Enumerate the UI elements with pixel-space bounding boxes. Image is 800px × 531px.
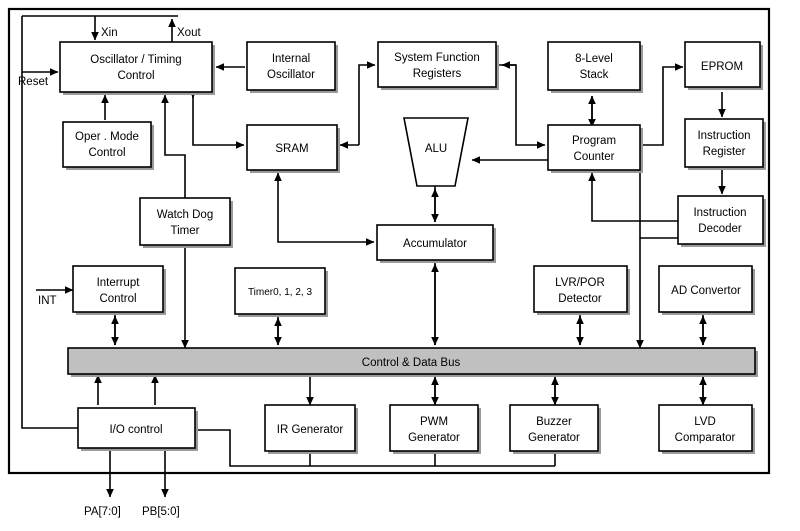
block-label: 8-Level <box>575 53 613 65</box>
pin-label-xout: Xout <box>177 27 201 39</box>
block-label: Instruction <box>697 130 750 142</box>
pin-label-reset: Reset <box>18 76 49 88</box>
block-label: Program <box>572 135 616 147</box>
wire-left-rail-io <box>21 72 78 429</box>
wire-rail-to-sfr <box>358 61 376 145</box>
block-label: Control <box>99 293 136 305</box>
block-label: LVD <box>694 416 716 428</box>
block-label: SRAM <box>275 143 308 155</box>
wire-wdt-to-osc <box>161 94 186 198</box>
block-sram[interactable]: SRAM <box>246 124 340 173</box>
block-label: Decoder <box>698 223 742 235</box>
block-label: Oscillator / Timing <box>90 54 181 66</box>
block-oper-mode-control[interactable]: Oper . Mode Control <box>62 121 154 170</box>
block-label: Timer <box>171 225 200 237</box>
block-lvd-comparator[interactable]: LVD Comparator <box>658 404 755 454</box>
block-program-counter[interactable]: Program Counter <box>547 124 643 173</box>
block-label: Stack <box>580 69 609 81</box>
block-eprom[interactable]: EPROM <box>684 41 763 90</box>
pin-label-xin: Xin <box>101 27 118 39</box>
block-label: Comparator <box>675 432 736 444</box>
wire-pc-to-eprom <box>639 63 684 146</box>
wire-sram-to-acc <box>277 223 375 246</box>
chip-outline <box>7 7 771 475</box>
block-ad-convertor[interactable]: AD Convertor <box>658 265 755 315</box>
block-label: Register <box>703 146 746 158</box>
block-watch-dog-timer[interactable]: Watch Dog Timer <box>139 197 233 248</box>
pin-label-pb: PB[5:0] <box>142 506 180 518</box>
block-label: Internal <box>272 53 310 65</box>
block-internal-oscillator[interactable]: Internal Oscillator <box>246 41 338 93</box>
block-label: Counter <box>574 151 615 163</box>
wire-idec-to-pc <box>588 172 678 222</box>
block-label: Oper . Mode <box>75 131 139 143</box>
block-oscillator-timing-control[interactable]: Oscillator / Timing Control <box>59 41 215 95</box>
block-label: I/O control <box>109 424 162 436</box>
wire-osc-to-sram <box>192 95 245 149</box>
block-8-level-stack[interactable]: 8-Level Stack <box>547 41 643 93</box>
block-label: Generator <box>528 432 580 444</box>
block-lvr-por-detector[interactable]: LVR/POR Detector <box>533 265 630 315</box>
wire-io-to-gen-rail <box>195 429 555 467</box>
bus-label: Control & Data Bus <box>362 357 461 369</box>
block-alu[interactable]: ALU <box>403 117 469 187</box>
control-data-bus[interactable]: Control & Data Bus <box>67 347 758 377</box>
block-interrupt-control[interactable]: Interrupt Control <box>72 265 166 315</box>
block-label: Generator <box>408 432 460 444</box>
wiring-layer <box>21 15 726 498</box>
block-label: IR Generator <box>277 424 344 436</box>
block-io-control[interactable]: I/O control <box>77 407 198 451</box>
block-label: ALU <box>425 143 447 155</box>
block-label: Interrupt <box>97 277 141 289</box>
block-label: Control <box>88 147 125 159</box>
pin-label-pa: PA[7:0] <box>84 506 121 518</box>
block-system-function-registers[interactable]: System Function Registers <box>377 41 499 90</box>
block-label: PWM <box>420 416 448 428</box>
block-label: EPROM <box>701 61 743 73</box>
block-label: System Function <box>394 52 480 64</box>
block-label: Buzzer <box>536 416 572 428</box>
block-label: Watch Dog <box>157 209 213 221</box>
wire-sfr-to-pc <box>499 64 546 149</box>
block-label: Timer0, 1, 2, 3 <box>248 287 313 298</box>
block-label: Oscillator <box>267 69 315 81</box>
block-accumulator[interactable]: Accumulator <box>376 224 496 263</box>
block-label: LVR/POR <box>555 277 605 289</box>
block-ir-generator[interactable]: IR Generator <box>264 404 358 454</box>
block-label: Instruction <box>693 207 746 219</box>
block-instruction-register[interactable]: Instruction Register <box>684 118 766 170</box>
block-instruction-decoder[interactable]: Instruction Decoder <box>677 195 766 247</box>
block-buzzer-generator[interactable]: Buzzer Generator <box>509 404 601 454</box>
block-label: Detector <box>558 293 602 305</box>
pin-label-int: INT <box>38 295 57 307</box>
block-pwm-generator[interactable]: PWM Generator <box>389 404 481 454</box>
block-timers[interactable]: Timer0, 1, 2, 3 <box>234 267 328 317</box>
block-label: Control <box>117 70 154 82</box>
block-label: Accumulator <box>403 238 467 250</box>
block-label: AD Convertor <box>671 285 741 297</box>
block-label: Registers <box>413 68 462 80</box>
